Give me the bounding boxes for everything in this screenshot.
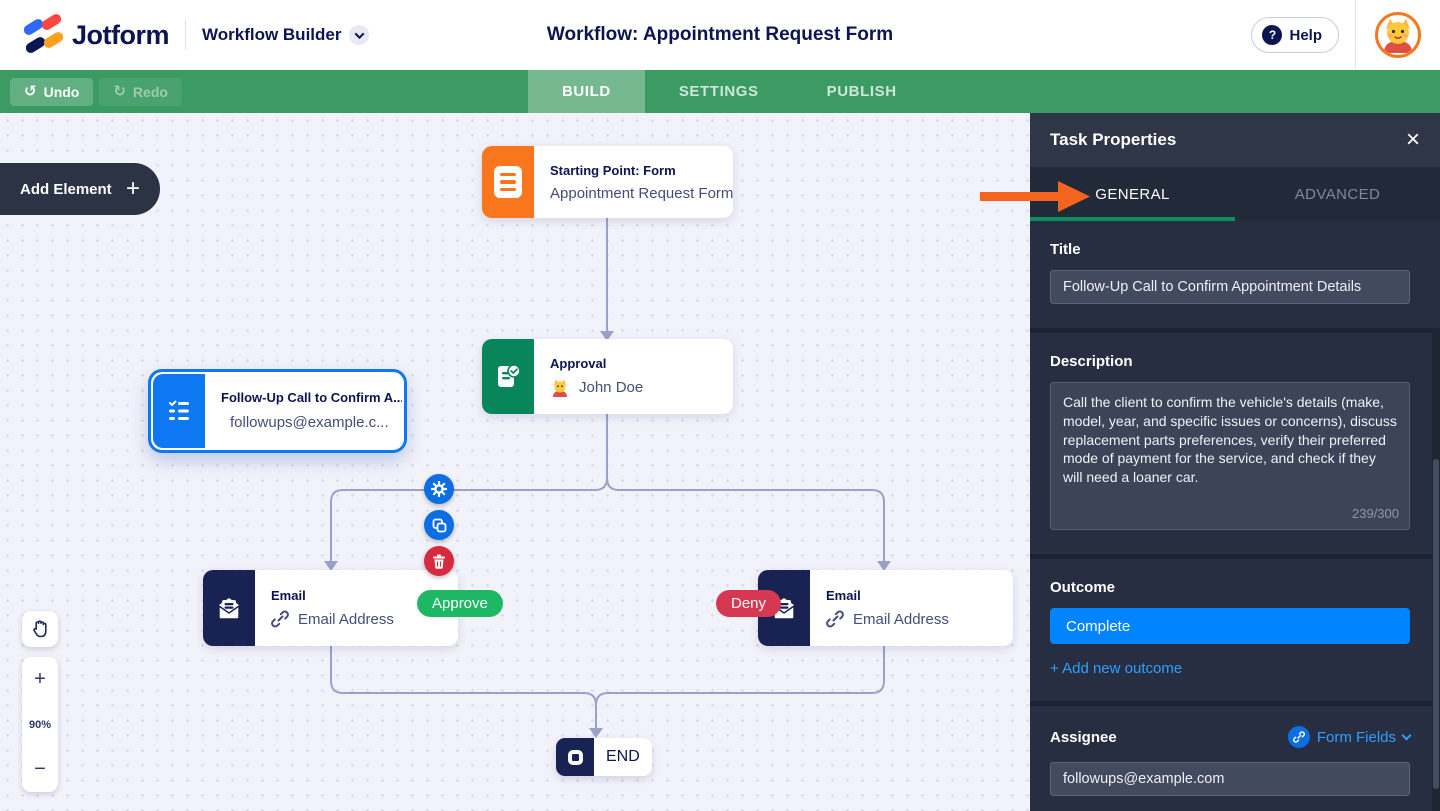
help-button[interactable]: ? Help [1251, 17, 1339, 53]
node-end[interactable]: END [556, 738, 652, 776]
chevron-down-icon [1401, 730, 1412, 741]
stop-icon [556, 738, 594, 776]
panel-title: Task Properties [1050, 130, 1177, 149]
tab-build[interactable]: BUILD [528, 70, 645, 113]
header-divider [185, 20, 186, 50]
plus-icon: + [125, 175, 140, 202]
settings-gear-button[interactable] [424, 474, 454, 504]
zoom-controls: + 90% − [22, 657, 58, 792]
node-approval[interactable]: Approval John Doe [482, 339, 733, 414]
app-name-label: Workflow Builder [202, 25, 342, 44]
redo-button[interactable]: ↻ Redo [99, 77, 182, 106]
active-tab-underline [1030, 217, 1235, 221]
node-start-form[interactable]: Starting Point: Form Appointment Request… [482, 146, 733, 218]
build-toolbar: ↺ Undo ↻ Redo BUILD SETTINGS PUBLISH [0, 70, 1440, 113]
zoom-level: 90% [28, 718, 52, 731]
zoom-out-button[interactable]: − [34, 758, 46, 780]
char-counter: 239/300 [1352, 505, 1399, 521]
assignee-section: Assignee Form Fields [1030, 706, 1440, 811]
undo-button[interactable]: ↺ Undo [10, 77, 94, 106]
tab-general[interactable]: GENERAL [1095, 185, 1170, 203]
jotform-logo-text: Jotform [72, 19, 170, 50]
tab-settings[interactable]: SETTINGS [678, 83, 759, 100]
email-icon [203, 570, 255, 646]
link-icon [271, 610, 289, 628]
form-icon [482, 146, 534, 218]
copy-icon [432, 518, 446, 532]
delete-button[interactable] [424, 546, 454, 576]
pan-tool-button[interactable] [22, 611, 58, 647]
question-mark-icon: ? [1262, 25, 1283, 45]
task-icon [153, 374, 205, 448]
workflow-connectors [324, 217, 891, 738]
branch-approve-label[interactable]: Approve [417, 590, 503, 617]
avatar-divider [1355, 0, 1356, 70]
description-input[interactable]: Call the client to confirm the vehicle's… [1050, 382, 1410, 530]
cat-avatar-icon [1384, 19, 1412, 53]
tab-publish[interactable]: PUBLISH [826, 83, 897, 100]
undo-icon: ↺ [24, 82, 37, 100]
gear-icon [431, 481, 447, 497]
outcome-complete-button[interactable]: Complete [1050, 608, 1410, 644]
title-section: Title Follow-Up Call to Confirm Appointm… [1030, 221, 1440, 333]
node-task-selected[interactable]: Follow-Up Call to Confirm A... followups… [148, 369, 407, 453]
redo-icon: ↻ [113, 82, 126, 100]
user-avatar[interactable] [1375, 12, 1421, 58]
link-icon [826, 610, 844, 628]
trash-icon [433, 554, 445, 569]
annotation-arrow-icon [980, 181, 1090, 212]
outcome-section: Outcome Complete + Add new outcome [1030, 559, 1440, 706]
form-fields-dropdown[interactable]: Form Fields [1287, 726, 1412, 748]
approval-icon [482, 339, 534, 414]
jotform-logo[interactable]: Jotform [0, 12, 170, 55]
node-action-buttons [424, 474, 454, 576]
panel-scrollbar[interactable] [1432, 329, 1440, 811]
title-input[interactable]: Follow-Up Call to Confirm Appointment De… [1050, 270, 1410, 304]
duplicate-button[interactable] [424, 510, 454, 540]
branch-deny-label[interactable]: Deny [716, 590, 782, 617]
task-properties-panel: Task Properties × GENERAL ADVANCED Title… [1030, 113, 1440, 811]
assignee-label: Assignee [1050, 728, 1117, 746]
assignee-input[interactable]: followups@example.com [1050, 762, 1410, 796]
node-email-deny[interactable]: Email Email Address [758, 570, 1013, 646]
title-label: Title [1050, 241, 1081, 258]
node-email-approve[interactable]: Email Email Address [203, 570, 458, 646]
add-new-outcome-link[interactable]: + Add new outcome [1050, 660, 1183, 677]
app-name-dropdown[interactable]: Workflow Builder [202, 25, 370, 45]
description-section: Description Call the client to confirm t… [1030, 333, 1440, 559]
add-element-button[interactable]: Add Element + [0, 163, 160, 215]
mode-tabs: BUILD SETTINGS PUBLISH [528, 70, 931, 113]
assignee-avatar-icon [553, 379, 567, 397]
hand-icon [33, 620, 47, 638]
panel-tabs: GENERAL ADVANCED [1030, 167, 1440, 221]
scrollbar-thumb[interactable] [1433, 459, 1439, 789]
description-label: Description [1050, 353, 1133, 370]
link-badge-icon [1287, 726, 1310, 748]
jotform-logo-icon [21, 12, 66, 55]
outcome-label: Outcome [1050, 579, 1116, 596]
tab-advanced[interactable]: ADVANCED [1294, 185, 1381, 203]
zoom-in-button[interactable]: + [34, 668, 46, 690]
close-icon[interactable]: × [1405, 126, 1420, 153]
top-header: Jotform Workflow Builder Workflow: Appoi… [0, 0, 1440, 70]
chevron-down-icon [349, 25, 370, 45]
